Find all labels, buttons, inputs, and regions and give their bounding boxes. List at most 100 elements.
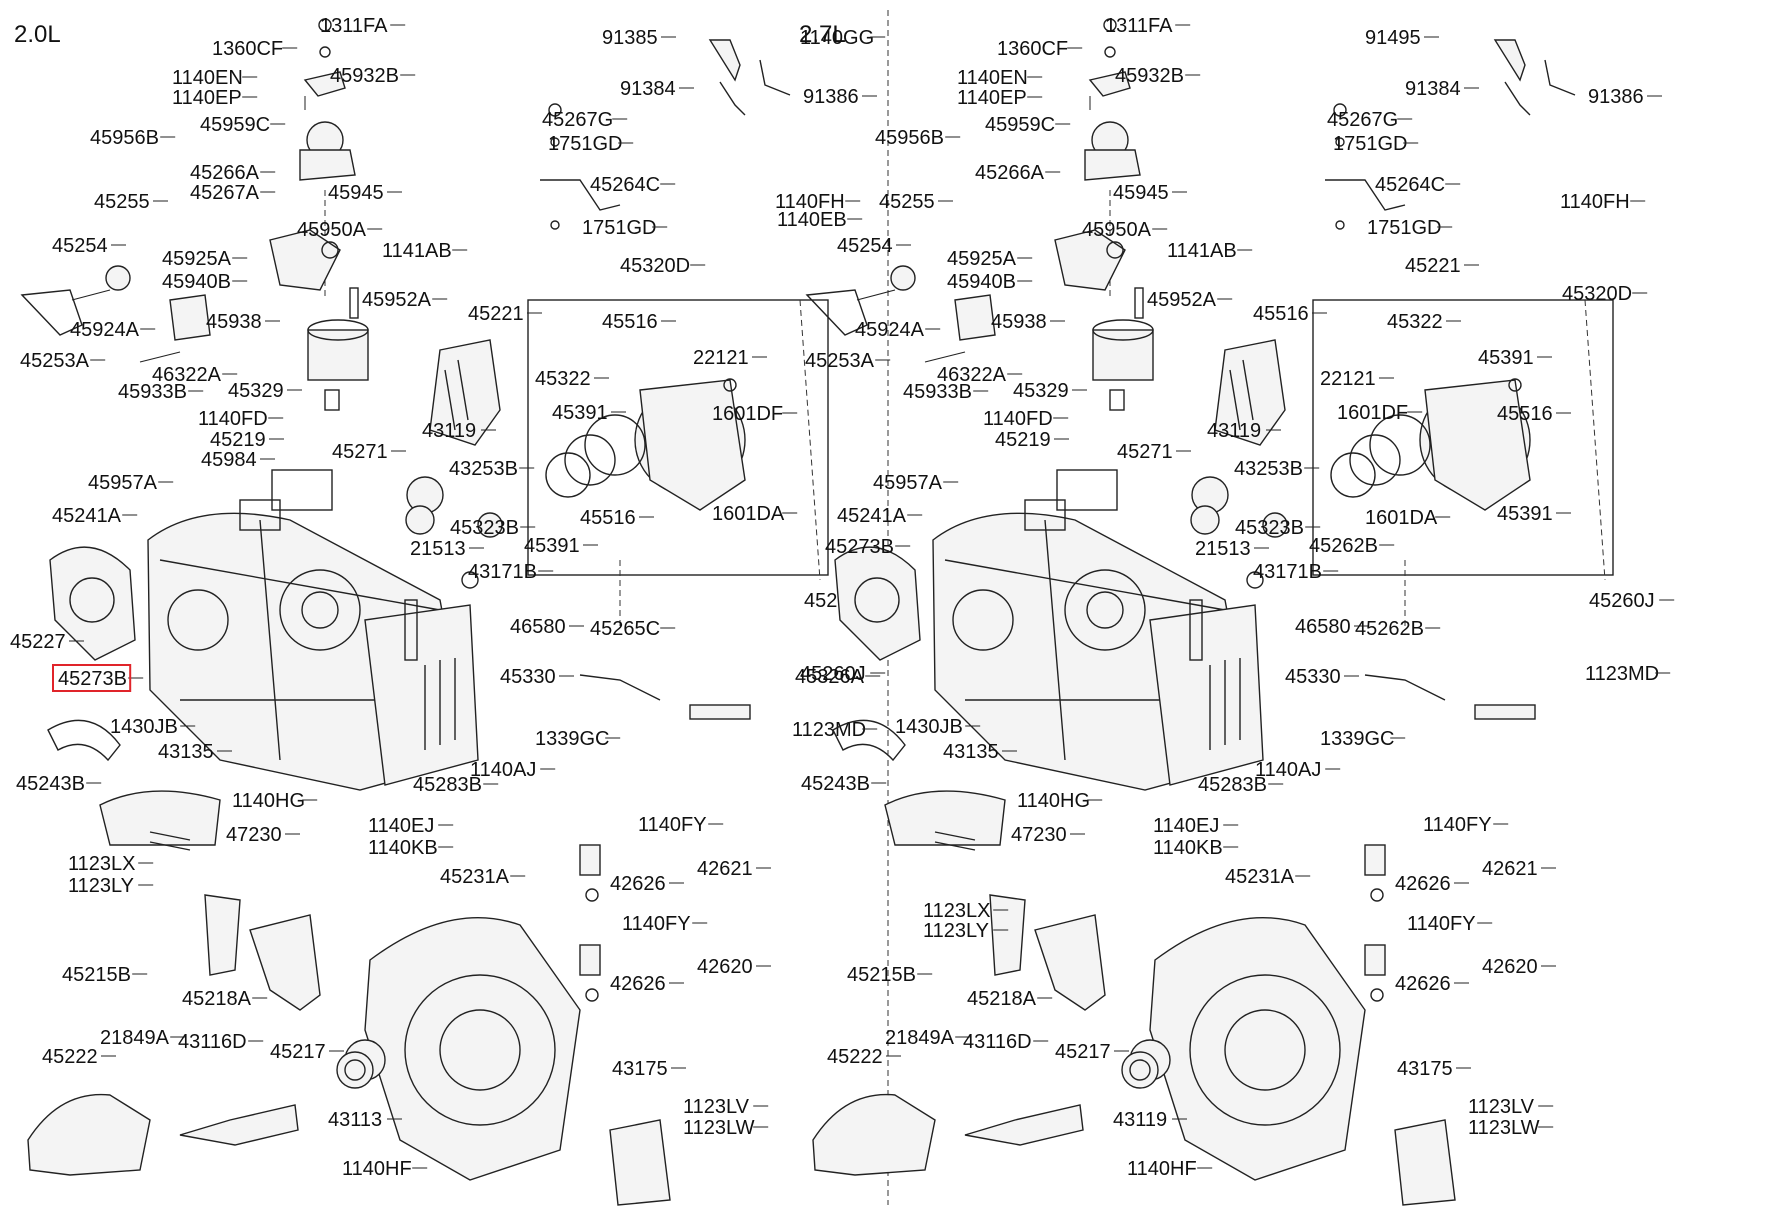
part-number-label[interactable]: 45218A [967,988,1037,1010]
part-number-label[interactable]: 45932B [1115,65,1184,87]
part-number-label[interactable]: 45255 [879,191,935,213]
part-number-label[interactable]: 1140EJ [1153,815,1219,837]
part-number-label[interactable]: 46580 [510,616,566,638]
part-number-label[interactable]: 46322A [937,364,1007,386]
part-number-label[interactable]: 45260J [1589,590,1655,612]
part-number-label[interactable]: 45322 [1387,311,1443,333]
part-number-label[interactable]: 45932B [330,65,399,87]
part-number-label[interactable]: 43171B [468,561,537,583]
part-number-label[interactable]: 1751GD [548,133,623,155]
part-number-label[interactable]: 91386 [803,86,859,108]
part-number-label[interactable]: 45283B [1198,774,1267,796]
part-number-label[interactable]: 91385 [602,27,658,49]
part-number-label[interactable]: 45215B [62,964,131,986]
part-number-label[interactable]: 45940B [162,271,231,293]
part-number-label[interactable]: 46580 [1295,616,1351,638]
part-number-label[interactable]: 43135 [158,741,214,763]
part-number-label[interactable]: 91495 [1365,27,1421,49]
part-number-label[interactable]: 43135 [943,741,999,763]
part-number-label[interactable]: 45938 [991,311,1047,333]
part-number-label[interactable]: 1140HF [342,1158,412,1180]
part-number-label[interactable]: 45330 [500,666,556,688]
part-number-label[interactable]: 45329 [1013,380,1069,402]
part-number-label[interactable]: 45271 [1117,441,1173,463]
part-number-label[interactable]: 45262B [1309,535,1378,557]
part-number-label[interactable]: 47230 [1011,824,1067,846]
part-number-label[interactable]: 45283B [413,774,482,796]
part-number-label[interactable]: 45933B [118,381,187,403]
part-number-label[interactable]: 45241A [52,505,122,527]
part-number-label[interactable]: 45925A [947,248,1017,270]
part-number-label[interactable]: 45273B [58,668,127,690]
part-number-label[interactable]: 46322A [152,364,222,386]
part-number-label[interactable]: 1140FD [983,408,1053,430]
part-number-label[interactable]: 42626 [1395,873,1451,895]
part-number-label[interactable]: 1140AJ [470,759,536,781]
part-number-label[interactable]: 45933B [903,381,972,403]
part-number-label[interactable]: 1140FH [1560,191,1630,213]
part-number-label[interactable]: 45924A [855,319,925,341]
part-number-label[interactable]: 45984 [201,449,257,471]
part-number-label[interactable]: 1601DF [1337,402,1408,424]
part-number-label[interactable]: 1311FA [320,15,388,37]
part-number-label[interactable]: 21849A [100,1027,170,1049]
part-number-label[interactable]: 1140HF [1127,1158,1197,1180]
part-number-label[interactable]: 43171B [1253,561,1322,583]
part-number-label[interactable]: 42621 [1482,858,1538,880]
part-number-label[interactable]: 45950A [1082,219,1152,241]
part-number-label[interactable]: 45938 [206,311,262,333]
part-number-label[interactable]: 45952A [362,289,432,311]
part-number-label[interactable]: 1140EP [172,87,242,109]
part-number-label[interactable]: 1123LX [68,853,135,875]
part-number-label[interactable]: 1311FA [1105,15,1173,37]
part-number-label[interactable]: 43175 [612,1058,668,1080]
part-number-label[interactable]: 45221 [1405,255,1461,277]
part-number-label[interactable]: 1430JB [110,716,178,738]
part-number-label[interactable]: 45329 [228,380,284,402]
part-number-label[interactable]: 43116D [963,1031,1032,1053]
part-number-label[interactable]: 43175 [1397,1058,1453,1080]
part-number-label[interactable]: 21513 [410,538,466,560]
part-number-label[interactable]: 45217 [1055,1041,1111,1063]
part-number-label[interactable]: 45215B [847,964,916,986]
part-number-label[interactable]: 45264C [590,174,660,196]
part-number-label[interactable]: 45957A [873,472,943,494]
part-number-label[interactable]: 45516 [602,311,658,333]
part-number-label[interactable]: 45516 [580,507,636,529]
part-number-label[interactable]: 45925A [162,248,232,270]
part-number-label[interactable]: 45253A [20,350,90,372]
part-number-label[interactable]: 45323B [450,517,519,539]
part-number-label[interactable]: 45254 [837,235,893,257]
part-number-label[interactable]: 1140KB [368,837,438,859]
part-number-label[interactable]: 1140HG [1017,790,1090,812]
part-number-label[interactable]: 21849A [885,1027,955,1049]
part-number-label[interactable]: 45950A [297,219,367,241]
part-number-label[interactable]: 45260J [800,663,866,685]
part-number-label[interactable]: 43119 [1113,1109,1167,1131]
part-number-label[interactable]: 1123LV [683,1096,750,1118]
part-number-label[interactable]: 45253A [805,350,875,372]
part-number-label[interactable]: 1123LY [923,920,989,942]
part-number-label[interactable]: 1123MD [792,719,866,741]
part-number-label[interactable]: 45243B [16,773,85,795]
part-number-label[interactable]: 1751GD [1367,217,1442,239]
part-number-label[interactable]: 45273B [825,536,894,558]
part-number-label[interactable]: 42620 [1482,956,1538,978]
part-number-label[interactable]: 45924A [70,319,140,341]
part-number-label[interactable]: 1123MD [1585,663,1659,685]
part-number-label[interactable]: 45231A [1225,866,1295,888]
part-number-label[interactable]: 42621 [697,858,753,880]
part-number-label[interactable]: 45267G [542,109,613,131]
part-number-label[interactable]: 45959C [200,114,270,136]
part-number-label[interactable]: 1123LW [683,1117,755,1139]
part-number-label[interactable]: 45262B [1355,618,1424,640]
part-number-label[interactable]: 43116D [178,1031,247,1053]
part-number-label[interactable]: 1601DA [1365,507,1438,529]
part-number-label[interactable]: 45219 [210,429,266,451]
part-number-label[interactable]: 43253B [449,458,518,480]
part-number-label[interactable]: 45959C [985,114,1055,136]
part-number-label[interactable]: 1123LY [68,875,134,897]
part-number-label[interactable]: 1339GC [1320,728,1395,750]
part-number-label[interactable]: 1140EN [957,67,1028,89]
part-number-label[interactable]: 1123LX [923,900,990,922]
